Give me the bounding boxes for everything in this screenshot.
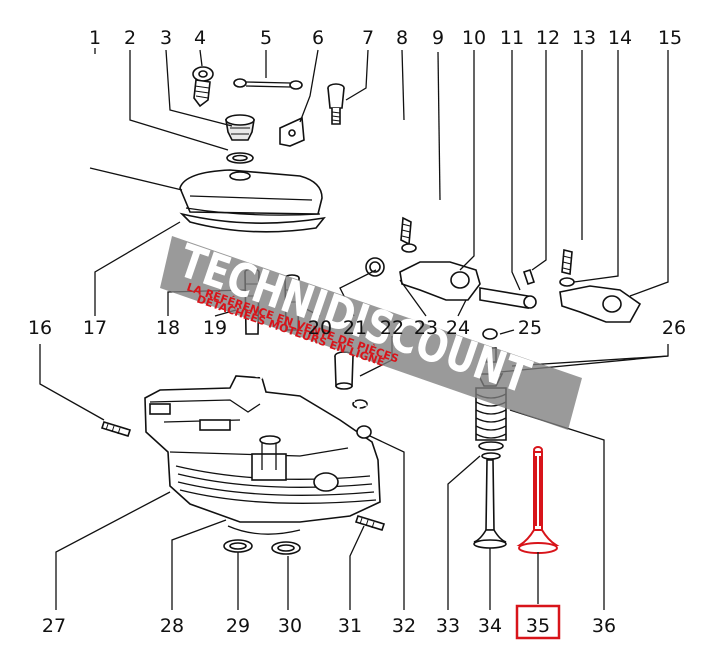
callout-32: 32 [392, 615, 416, 637]
o-ring-32 [356, 425, 372, 439]
callout-11: 11 [500, 27, 524, 49]
callout-28: 28 [160, 615, 184, 637]
adjuster-screw [400, 216, 417, 253]
callout-26: 26 [662, 317, 686, 339]
callout-36: 36 [592, 615, 616, 637]
watermark-band [160, 236, 582, 430]
plug-cap [225, 114, 255, 141]
parts-drawing [100, 66, 642, 555]
callout-21: 21 [343, 317, 367, 339]
callout-19: 19 [203, 317, 227, 339]
spring-pin [522, 268, 536, 286]
callout-34: 34 [478, 615, 502, 637]
callout-14: 14 [608, 27, 632, 49]
callout-7: 7 [362, 27, 374, 49]
adjuster-screw-right [559, 248, 575, 287]
callout-6: 6 [312, 27, 324, 49]
rocker-shaft [479, 287, 537, 309]
cylinder-head [144, 375, 381, 523]
callout-25: 25 [518, 317, 542, 339]
callout-18: 18 [156, 317, 180, 339]
valve-34 [473, 459, 507, 549]
callout-5: 5 [260, 27, 272, 49]
callout-15: 15 [658, 27, 682, 49]
callout-24: 24 [446, 317, 470, 339]
callout-20: 20 [308, 317, 332, 339]
oil-pipe-link [233, 78, 303, 90]
valve-35-highlighted [516, 446, 560, 554]
banjo-fitting [192, 66, 214, 108]
callout-2: 2 [124, 27, 136, 49]
callout-4: 4 [194, 27, 206, 49]
rocker-cover [179, 169, 326, 233]
callout-31: 31 [338, 615, 362, 637]
callout-13: 13 [572, 27, 596, 49]
callout-8: 8 [396, 27, 408, 49]
callout-16: 16 [28, 317, 52, 339]
callout-10: 10 [462, 27, 486, 49]
callout-12: 12 [536, 27, 560, 49]
callout-29: 29 [226, 615, 250, 637]
stud-16 [100, 421, 132, 437]
callout-23: 23 [414, 317, 438, 339]
highlight-box-35 [515, 604, 561, 640]
callout-1: 1 [89, 27, 101, 49]
callout-27: 27 [42, 615, 66, 637]
callout-22: 22 [380, 317, 404, 339]
callout-numbers: 1 2 3 4 5 6 7 8 9 10 11 12 13 14 15 16 1… [28, 27, 686, 637]
callout-33: 33 [436, 615, 460, 637]
stud-31 [354, 515, 386, 531]
callout-35: 35 [526, 615, 550, 637]
valve-guide [334, 351, 368, 409]
callout-17: 17 [83, 317, 107, 339]
collet [482, 328, 498, 340]
callout-3: 3 [160, 27, 172, 49]
bolt-7 [327, 83, 345, 125]
callout-9: 9 [432, 27, 444, 49]
callout-30: 30 [278, 615, 302, 637]
rocker-arm-15 [559, 285, 642, 323]
